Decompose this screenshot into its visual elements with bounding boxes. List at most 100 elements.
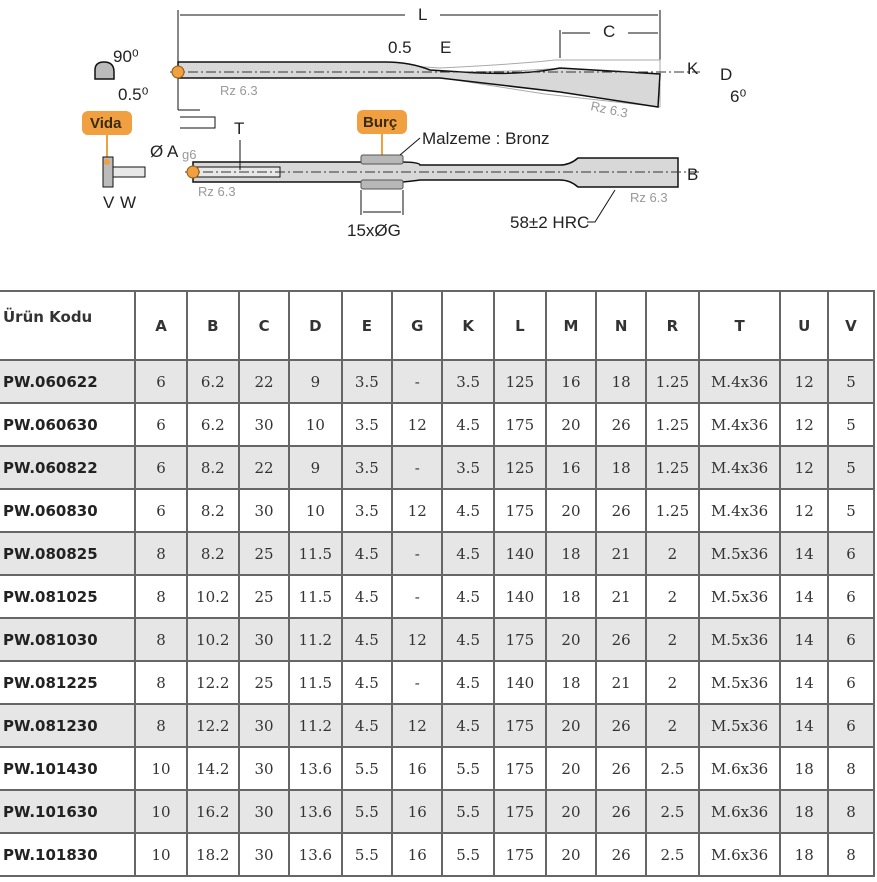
table-cell: 175 — [492, 746, 547, 791]
table-cell: 3.5 — [340, 359, 394, 404]
hardness-note: 58±2 HRC — [510, 213, 589, 232]
column-header: N — [595, 290, 648, 361]
product-code-cell: PW.060822 — [0, 445, 137, 490]
dim-e-gap: 0.5 — [388, 38, 412, 57]
table-cell: 140 — [492, 660, 547, 705]
table-cell: 21 — [595, 574, 648, 619]
roughness-1: Rz 6.3 — [220, 83, 258, 98]
table-cell: 4.5 — [340, 703, 394, 748]
table-cell: 25 — [237, 660, 291, 705]
table-cell: 6 — [134, 488, 188, 533]
table-cell: 11.5 — [288, 574, 343, 619]
table-cell: 10 — [134, 746, 188, 791]
product-code-cell: PW.081030 — [0, 617, 137, 662]
table-cell: 10 — [134, 832, 188, 877]
table-cell: 175 — [492, 402, 547, 447]
table-cell: 11.2 — [288, 617, 343, 662]
table-cell: 4.5 — [441, 703, 495, 748]
product-code-cell: PW.081230 — [0, 703, 137, 748]
table-cell: 3.5 — [340, 445, 394, 490]
table-cell: 13.6 — [288, 789, 343, 834]
table-cell: 12 — [391, 703, 444, 748]
table-cell: 6.2 — [185, 359, 240, 404]
table-cell: 20 — [544, 746, 598, 791]
table-cell: 175 — [492, 789, 547, 834]
table-cell: 13.6 — [288, 832, 343, 877]
dim-D: D — [720, 65, 732, 84]
table-cell: 30 — [237, 402, 291, 447]
table-cell: 8 — [826, 746, 876, 791]
product-code-cell: PW.060622 — [0, 359, 137, 404]
table-cell: 16 — [391, 746, 444, 791]
table-cell: 18 — [595, 445, 648, 490]
table-cell: 11.5 — [288, 531, 343, 576]
table-cell: M.6x36 — [697, 832, 782, 877]
table-cell: 12 — [391, 402, 444, 447]
table-cell: 9 — [288, 445, 343, 490]
column-header: T — [697, 290, 782, 361]
table-cell: 1.25 — [645, 402, 700, 447]
column-header: G — [391, 290, 444, 361]
table-cell: 13.6 — [288, 746, 343, 791]
product-code-cell: PW.101630 — [0, 789, 137, 834]
table-cell: 2 — [645, 703, 700, 748]
table-cell: 5 — [826, 359, 876, 404]
table-cell: - — [391, 660, 444, 705]
table-cell: 2 — [645, 531, 700, 576]
table-cell: - — [391, 531, 444, 576]
table-cell: 20 — [544, 402, 598, 447]
table-cell: 22 — [237, 445, 291, 490]
table-cell: 16.2 — [185, 789, 240, 834]
table-cell: 5.5 — [340, 832, 394, 877]
table-cell: 4.5 — [441, 617, 495, 662]
table-cell: 125 — [492, 359, 547, 404]
angle-6: 6⁰ — [730, 87, 746, 106]
table-cell: 5 — [826, 402, 876, 447]
table-cell: 14 — [779, 703, 829, 748]
dim-C: C — [603, 22, 615, 41]
table-cell: 11.2 — [288, 703, 343, 748]
burc-tag-label: Burç — [363, 114, 397, 131]
reference-dot — [171, 65, 185, 79]
dim-W: W — [120, 193, 136, 212]
table-cell: 8.2 — [185, 445, 240, 490]
table-cell: M.6x36 — [697, 746, 782, 791]
dim-K: K — [687, 59, 699, 78]
table-cell: 14 — [779, 617, 829, 662]
table-cell: 26 — [595, 746, 648, 791]
column-header: B — [185, 290, 240, 361]
table-cell: 26 — [595, 703, 648, 748]
table-cell: 8 — [134, 703, 188, 748]
table-cell: 20 — [544, 617, 598, 662]
table-cell: M.4x36 — [697, 402, 782, 447]
dim-L: L — [418, 5, 427, 24]
table-cell: 4.5 — [441, 402, 495, 447]
table-cell: 10 — [134, 789, 188, 834]
table-cell: 21 — [595, 660, 648, 705]
table-cell: 16 — [544, 359, 598, 404]
table-cell: 5.5 — [441, 832, 495, 877]
column-header: R — [645, 290, 700, 361]
table-cell: 6 — [134, 445, 188, 490]
product-code-cell: PW.101830 — [0, 832, 137, 877]
table-cell: 9 — [288, 359, 343, 404]
table-cell: 20 — [544, 488, 598, 533]
profile-section-icon — [94, 61, 115, 80]
table-cell: 175 — [492, 488, 547, 533]
table-cell: 8.2 — [185, 531, 240, 576]
table-cell: 12.2 — [185, 703, 240, 748]
table-cell: 26 — [595, 488, 648, 533]
table-cell: 20 — [544, 789, 598, 834]
table-cell: 2 — [645, 574, 700, 619]
table-cell: 8.2 — [185, 488, 240, 533]
bushing — [360, 154, 404, 165]
table-cell: M.5x36 — [697, 531, 782, 576]
roughness-4: Rz 6.3 — [630, 190, 668, 205]
product-code-cell: PW.060830 — [0, 488, 137, 533]
table-cell: M.5x36 — [697, 574, 782, 619]
vida-tag — [82, 111, 132, 135]
table-cell: 2.5 — [645, 832, 700, 877]
